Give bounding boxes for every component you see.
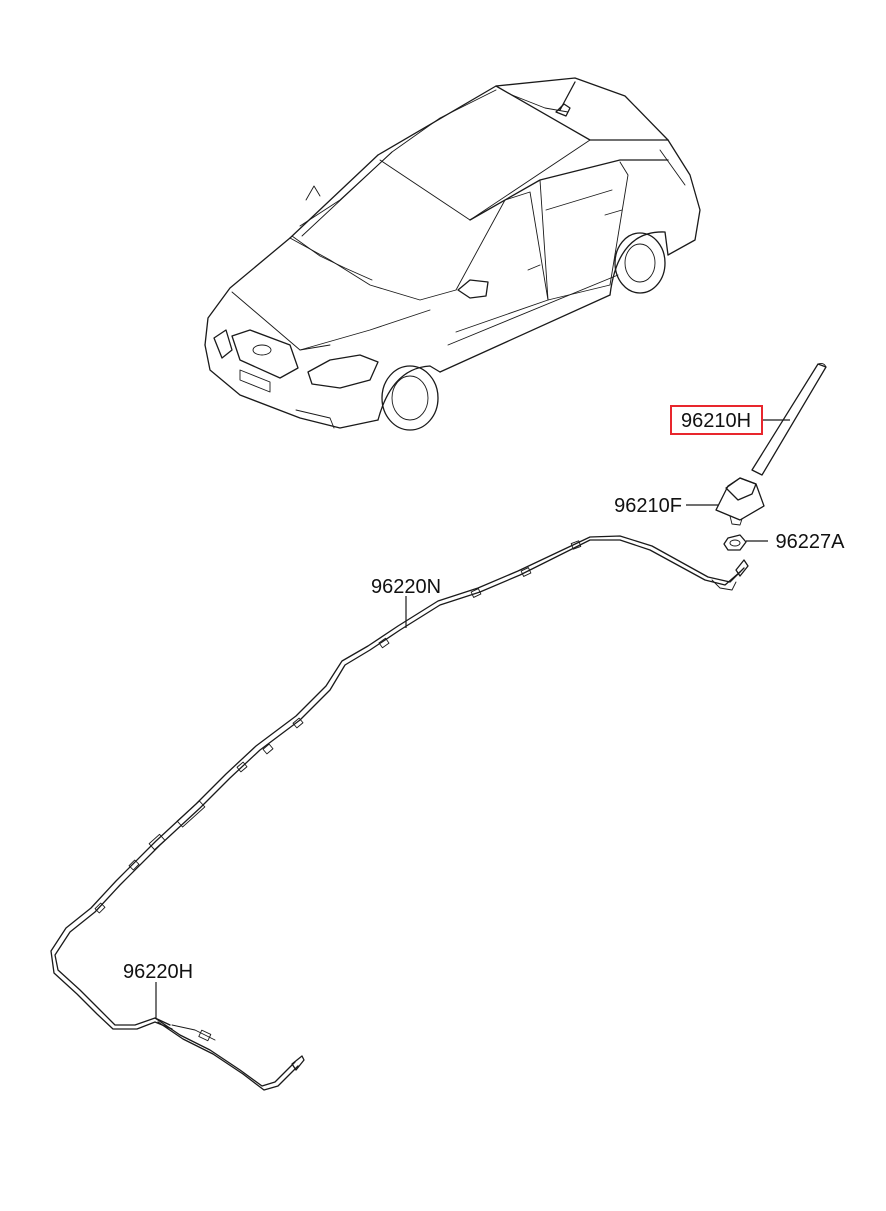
main-feeder-cable (50, 535, 749, 1030)
antenna-base (715, 477, 765, 526)
antenna-nut (723, 534, 747, 551)
highlight-box (670, 405, 763, 435)
part-label-96220H[interactable]: 96220H (123, 961, 193, 983)
extension-cable (154, 1017, 305, 1091)
part-label-96210H[interactable]: 96210H (681, 410, 751, 432)
part-label-96210F[interactable]: 96210F (614, 495, 682, 517)
antenna-rod (751, 362, 827, 476)
car-illustration (204, 77, 701, 431)
part-label-96220N[interactable]: 96220N (371, 576, 441, 598)
part-label-96227A[interactable]: 96227A (776, 531, 846, 553)
